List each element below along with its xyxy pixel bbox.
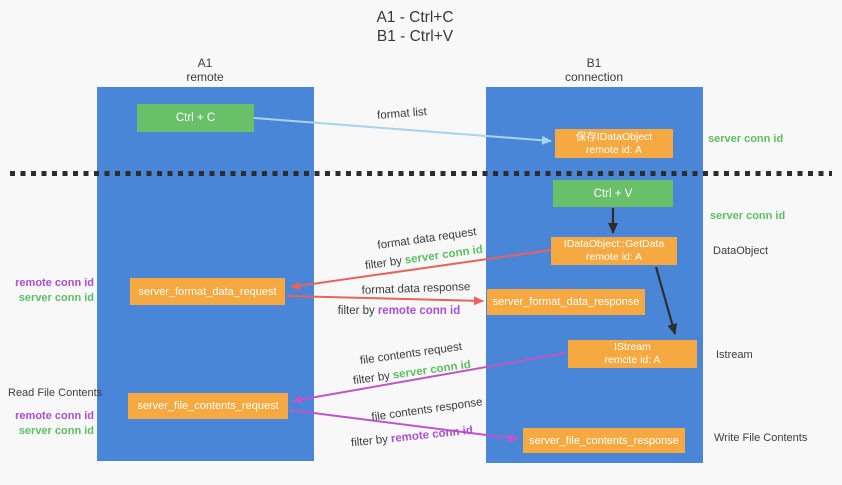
label-dataobject: DataObject [713,245,769,257]
column-a1-role: remote [186,70,224,84]
filter-by-text: filter by [352,370,391,388]
title-line-1: A1 - Ctrl+C [376,9,454,26]
node-getdata-title: IDataObject::GetData [563,238,665,250]
column-header-b1: B1 connection [565,56,623,84]
node-server-format-data-response: server_format_data_response [487,289,645,315]
node-format-request-label: server_format_data_request [138,285,277,298]
dotted-separator-line [10,171,832,176]
filter-by-text: filter by [364,255,403,273]
remote-conn-id-text: remote conn id [390,424,474,446]
node-ctrl-c-label: Ctrl + C [175,112,216,124]
node-server-file-contents-request: server_file_contents_request [128,393,288,419]
left-remote-conn-id-2: remote conn id [15,410,94,422]
label-format-data-response: format data response [361,281,471,297]
node-save-idataobject: 保存IDataObject remote id: A [555,129,673,158]
label-istream: Istream [716,349,753,361]
label-format-list: format list [376,106,428,122]
node-file-request-label: server_file_contents_request [137,400,279,412]
filter-by-text: filter by [337,305,375,317]
arrow-format-data-response [286,295,484,306]
server-conn-id-text: server conn id [404,243,484,267]
node-idataobject-getdata: IDataObject::GetData remote id: A [551,237,677,265]
column-header-a1: A1 remote [186,56,223,84]
left-remote-conn-id-1: remote conn id [15,277,94,289]
node-ctrl-v: Ctrl + V [553,180,673,207]
node-format-response-label: server_format_data_response [492,296,640,308]
node-ctrl-c: Ctrl + C [137,104,254,132]
server-conn-id-text: server conn id [392,358,472,382]
node-getdata-subtitle: remote id: A [585,251,643,263]
node-server-format-data-request: server_format_data_request [130,278,285,305]
left-server-conn-id-1: server conn id [18,292,94,304]
right-server-conn-id-2: server conn id [710,210,786,222]
filter-by-text: filter by [350,433,389,450]
remote-conn-id-text: remote conn id [377,305,461,317]
node-istream-subtitle: remote id: A [604,354,661,366]
node-istream-title: IStream [614,341,651,353]
label-file-contents-response: file contents response [370,396,484,424]
node-istream: IStream remote id: A [568,340,697,368]
label-read-file-contents: Read File Contents [8,387,103,399]
left-server-conn-id-2: server conn id [18,425,94,437]
node-ctrl-v-label: Ctrl + V [593,187,633,200]
node-save-idataobject-title: 保存IDataObject [575,130,653,143]
column-b1-name: B1 [586,56,602,70]
column-b1-role: connection [564,70,624,84]
node-server-file-contents-response: server_file_contents_response [523,428,685,453]
left-conn-id-labels-format: remote conn id server conn id [8,276,94,306]
column-a1-name: A1 [197,56,213,70]
node-save-idataobject-subtitle: remote id: A [585,143,643,156]
left-conn-id-labels-file: remote conn id server conn id [8,409,94,439]
label-write-file-contents: Write File Contents [714,432,808,444]
right-server-conn-id-1: server conn id [708,133,784,145]
node-file-response-label: server_file_contents_response [529,434,679,447]
title-line-2: B1 - Ctrl+V [376,28,454,45]
diagram-title: A1 - Ctrl+C B1 - Ctrl+V [376,8,453,46]
